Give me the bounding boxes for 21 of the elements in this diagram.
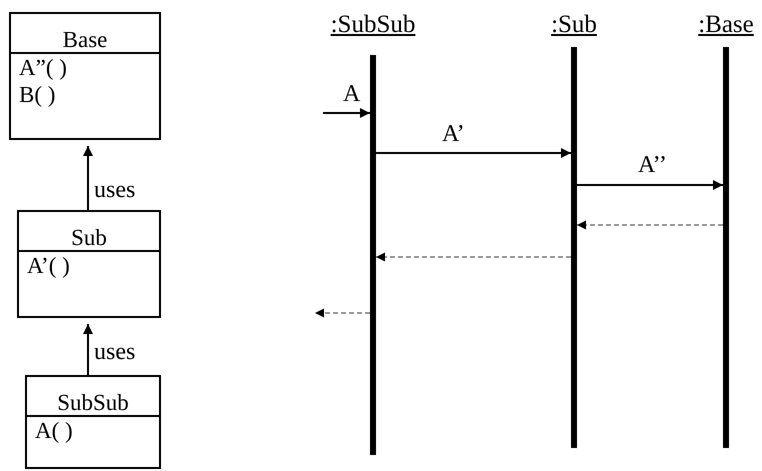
return-arrow (576, 220, 724, 230)
method-name: A( ) (34, 417, 74, 444)
return-arrow (314, 308, 370, 318)
class-name: SubSub (27, 377, 159, 417)
arrow (577, 180, 723, 190)
class-box (9, 12, 161, 140)
method-name: A”( ) (18, 54, 68, 81)
object-name: :Base (697, 10, 755, 40)
object-name: :Sub (550, 10, 598, 40)
arrow (323, 108, 370, 118)
method-name: A’( ) (26, 252, 71, 279)
class-box (25, 375, 161, 469)
object-name: :SubSub (330, 10, 416, 40)
return-arrow (376, 252, 572, 262)
arrow (83, 324, 93, 375)
class-box (17, 210, 161, 318)
arrow (83, 146, 93, 210)
arrow (376, 148, 571, 158)
method-name: B( ) (18, 81, 56, 108)
class-name: Sub (19, 212, 159, 252)
class-name: Base (11, 14, 159, 54)
